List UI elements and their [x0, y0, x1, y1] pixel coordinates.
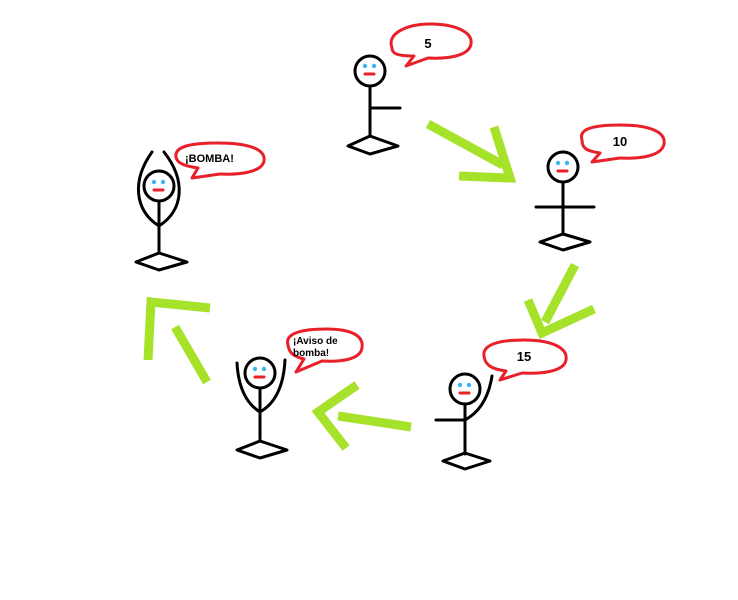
right-eye [466, 382, 472, 388]
head [448, 372, 482, 406]
right-arm [258, 358, 287, 414]
left-arm [137, 150, 161, 228]
head [353, 54, 387, 88]
base [441, 451, 492, 471]
right-eye [261, 366, 267, 372]
speech-bubble: 5 [389, 22, 473, 68]
speech-bubble: 15 [482, 338, 568, 382]
bubble-text-line: 15 [517, 349, 531, 364]
step-4-figure: ¡Aviso de bomba! [235, 327, 364, 460]
bubble-text-line: 5 [424, 36, 431, 51]
arrow-2 [523, 262, 596, 340]
left-eye [457, 382, 463, 388]
step-3-figure: 15 [434, 338, 568, 471]
step-1-figure: 5 [346, 22, 473, 156]
bubble-text-line: 10 [613, 134, 627, 149]
left-eye [151, 179, 157, 185]
speech-bubble: 10 [580, 123, 666, 164]
bubble-text-line-1: ¡Aviso de [293, 336, 338, 347]
head [142, 169, 176, 203]
arrow-4 [143, 297, 211, 385]
base [538, 232, 592, 252]
left-eye [252, 366, 258, 372]
base [346, 134, 400, 156]
left-eye [555, 160, 561, 166]
bubble-text-line: ¡BOMBA! [185, 153, 234, 165]
right-arm [463, 374, 494, 422]
speech-bubble: ¡BOMBA! [174, 141, 266, 180]
head [546, 150, 580, 184]
bubble-text-line-2: bomba! [293, 348, 329, 359]
right-arm [157, 150, 181, 228]
right-eye [371, 63, 377, 69]
arrow-3 [311, 381, 412, 451]
base [235, 439, 289, 460]
left-arm [235, 361, 262, 414]
speech-bubble: ¡Aviso de bomba! [286, 327, 364, 374]
right-eye [564, 160, 570, 166]
arrow-1 [425, 120, 517, 183]
left-eye [362, 63, 368, 69]
right-eye [160, 179, 166, 185]
step-2-figure: 10 [534, 123, 666, 252]
base [134, 251, 189, 272]
step-5-figure: ¡BOMBA! [134, 141, 266, 272]
head [243, 356, 277, 390]
